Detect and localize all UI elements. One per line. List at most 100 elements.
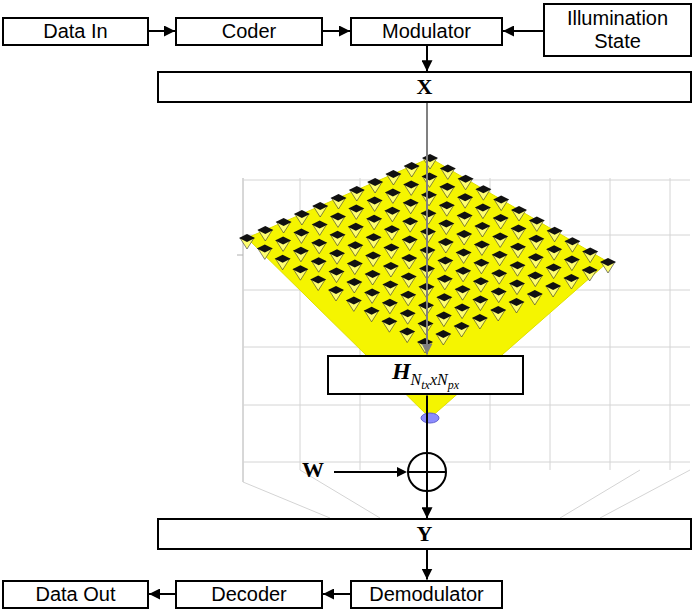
led-top bbox=[421, 209, 437, 217]
led-top bbox=[439, 183, 455, 191]
led-top bbox=[417, 338, 433, 346]
led-top bbox=[493, 214, 509, 222]
led bbox=[493, 196, 509, 211]
signal-arrow bbox=[503, 30, 543, 32]
led bbox=[346, 296, 362, 311]
led-top bbox=[347, 241, 363, 249]
box-label: Data In bbox=[43, 20, 107, 43]
led bbox=[402, 236, 418, 251]
signal-arrow bbox=[149, 593, 175, 595]
led bbox=[545, 282, 561, 297]
led bbox=[510, 261, 526, 276]
led-top bbox=[491, 288, 507, 296]
signal-label: W bbox=[302, 457, 324, 483]
led-top bbox=[385, 170, 401, 178]
led bbox=[472, 296, 488, 311]
led bbox=[422, 154, 438, 169]
symbol-part: px bbox=[448, 378, 459, 392]
led bbox=[329, 268, 345, 283]
led-top bbox=[546, 264, 562, 272]
symbol-part: N bbox=[411, 371, 422, 388]
led-top bbox=[472, 296, 488, 304]
led bbox=[257, 226, 273, 241]
led-top bbox=[456, 248, 472, 256]
led bbox=[474, 222, 490, 237]
led bbox=[330, 231, 346, 246]
demodulator-box: Demodulator bbox=[350, 580, 503, 609]
led-top bbox=[365, 252, 381, 260]
led-top bbox=[399, 328, 415, 336]
led bbox=[401, 254, 417, 269]
led-top bbox=[402, 236, 418, 244]
receiver bbox=[421, 413, 439, 423]
led-top bbox=[563, 274, 579, 282]
led bbox=[472, 314, 488, 329]
box-label: Illumination State bbox=[551, 7, 684, 53]
led bbox=[457, 193, 473, 208]
decoder-box: Decoder bbox=[175, 580, 323, 609]
led-top bbox=[310, 276, 326, 284]
led-top bbox=[474, 240, 490, 248]
led bbox=[421, 209, 437, 224]
led-top bbox=[454, 304, 470, 312]
led bbox=[440, 164, 456, 179]
led bbox=[492, 232, 508, 247]
box-label: HNtxxNpx bbox=[392, 358, 459, 393]
channel-box: HNtxxNpx bbox=[327, 355, 524, 396]
signal-arrow bbox=[426, 550, 428, 580]
box-label: Data Out bbox=[35, 583, 115, 606]
led bbox=[346, 278, 362, 293]
led-top bbox=[547, 227, 563, 235]
led bbox=[292, 265, 308, 280]
symbol-part: x bbox=[430, 371, 437, 388]
led-top bbox=[257, 244, 273, 252]
led bbox=[365, 270, 381, 285]
led-top bbox=[472, 314, 488, 322]
modulator-box: Modulator bbox=[350, 17, 503, 46]
led bbox=[347, 241, 363, 256]
signal-bar: X bbox=[157, 71, 692, 102]
led-top bbox=[421, 191, 437, 199]
led bbox=[381, 317, 397, 332]
led-top bbox=[292, 265, 308, 273]
signal-arrow bbox=[323, 593, 350, 595]
symbol-part: H bbox=[392, 358, 411, 384]
led bbox=[348, 204, 364, 219]
led-top bbox=[400, 309, 416, 317]
led-top bbox=[600, 258, 616, 266]
led bbox=[349, 186, 365, 201]
led bbox=[454, 304, 470, 319]
led bbox=[401, 272, 417, 287]
led bbox=[564, 256, 580, 271]
led-top bbox=[439, 201, 455, 209]
led bbox=[294, 210, 310, 225]
led-top bbox=[382, 299, 398, 307]
led bbox=[331, 194, 347, 209]
led bbox=[436, 312, 452, 327]
led bbox=[493, 214, 509, 229]
led-top bbox=[257, 226, 273, 234]
led-top bbox=[422, 172, 438, 180]
led bbox=[312, 220, 328, 235]
led-top bbox=[311, 239, 327, 247]
led bbox=[276, 218, 292, 233]
led-top bbox=[401, 254, 417, 262]
led bbox=[600, 258, 616, 273]
led-top bbox=[366, 215, 382, 223]
led bbox=[456, 230, 472, 245]
led-top bbox=[475, 204, 491, 212]
led-top bbox=[474, 222, 490, 230]
led bbox=[384, 225, 400, 240]
led-top bbox=[473, 277, 489, 285]
led bbox=[365, 252, 381, 267]
led bbox=[402, 217, 418, 232]
led bbox=[546, 245, 562, 260]
led-top bbox=[492, 251, 508, 259]
led-top bbox=[473, 259, 489, 267]
led bbox=[528, 253, 544, 268]
led bbox=[383, 244, 399, 259]
led-top bbox=[418, 320, 434, 328]
led-top bbox=[329, 268, 345, 276]
led bbox=[364, 307, 380, 322]
led-top bbox=[436, 293, 452, 301]
